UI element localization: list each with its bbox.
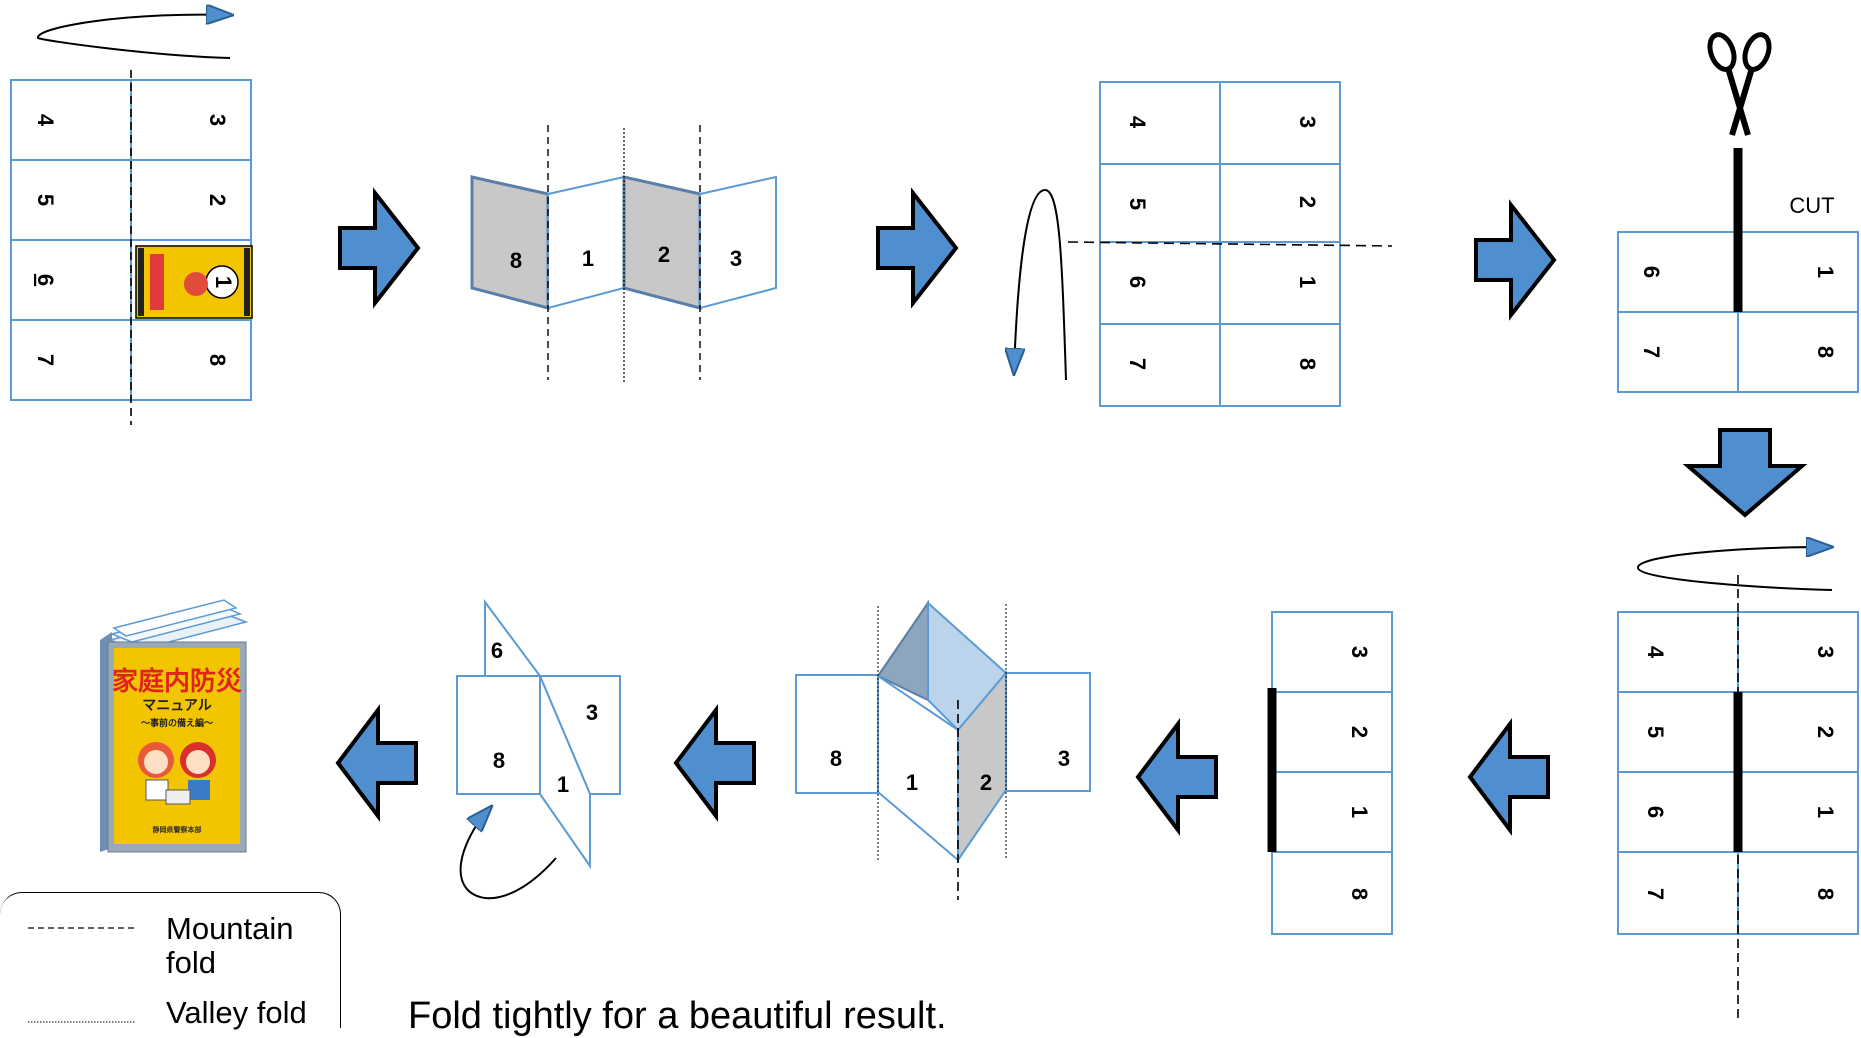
panel-number-2: 2 — [1813, 726, 1838, 738]
panel-number-1: 1 — [1295, 276, 1320, 288]
cover-publisher: 静岡県警察本部 — [153, 825, 202, 834]
panel-number-3: 3 — [1813, 646, 1838, 658]
cover-title: 家庭内防災 — [112, 666, 243, 697]
panel-number-6: 6 — [1125, 276, 1150, 288]
panel-number-2: 2 — [658, 242, 670, 267]
cover-characters — [138, 742, 216, 805]
panel-number-7: 7 — [1125, 358, 1150, 370]
legend-box — [0, 892, 341, 1028]
step6-sheet: 3 2 1 8 — [1267, 611, 1393, 935]
panel-number-5: 5 — [1643, 726, 1668, 738]
panel-number-2: 2 — [1347, 726, 1372, 738]
panel-number-4: 4 — [1125, 116, 1150, 129]
step-arrow-left-icon — [1135, 718, 1218, 836]
panel-number-1: 1 — [1813, 806, 1838, 818]
panel-number-1: 1 — [906, 770, 918, 795]
panel-number-8: 8 — [493, 748, 505, 773]
flip-arrow-icon — [1637, 547, 1832, 591]
close-arrow-icon — [459, 808, 557, 900]
panel-number-5: 5 — [33, 194, 58, 206]
panel-number-2: 2 — [205, 194, 230, 206]
panel-number-1: 1 — [557, 772, 569, 797]
step2-accordion: 8 1 2 3 — [470, 125, 777, 382]
legend-mountain-fold: Mountain fold — [166, 911, 294, 980]
panel-number-3: 3 — [1347, 646, 1372, 658]
panel-number-8: 8 — [1813, 888, 1838, 900]
panel-number-8: 8 — [1813, 346, 1838, 358]
panel-number-3: 3 — [586, 700, 598, 725]
step-arrow-left-icon — [673, 704, 756, 822]
legend-valley-fold: Valley fold — [166, 995, 307, 1030]
panel-number-8: 8 — [510, 248, 522, 273]
step-arrow-left-icon — [1467, 718, 1550, 836]
panel-number-4: 4 — [1643, 646, 1668, 659]
scissors-icon — [1707, 32, 1772, 136]
step7-fold: 8 1 2 3 — [795, 599, 1091, 900]
finished-booklet: 家庭内防災 マニュアル 〜事前の備え編〜 静岡県警察本部 — [100, 599, 249, 853]
cover-thumbnail — [135, 245, 253, 319]
cover-title-2: マニュアル — [142, 698, 212, 714]
panel-number-6: 6 — [1639, 266, 1664, 278]
panel-number-1: 1 — [1813, 266, 1838, 278]
step-arrow-right-icon — [338, 187, 421, 309]
step8-fold: 6 3 8 1 — [456, 598, 621, 900]
panel-number-6: 6 — [33, 274, 58, 286]
step-arrow-left-icon — [335, 704, 418, 822]
panel-number-7: 7 — [1639, 346, 1664, 358]
panel-number-2: 2 — [980, 770, 992, 795]
panel-number-8: 8 — [205, 354, 230, 366]
panel-number-7: 7 — [33, 354, 58, 366]
step-arrow-right-icon — [876, 187, 959, 309]
panel-number-6: 6 — [1643, 806, 1668, 818]
panel-number-3: 3 — [1295, 116, 1320, 128]
cover-art — [114, 648, 240, 844]
step-arrow-right-icon — [1474, 199, 1557, 321]
footer-note: Fold tightly for a beautiful result. — [408, 995, 947, 1037]
panel-number-4: 4 — [33, 114, 58, 127]
panel-number-5: 5 — [1125, 198, 1150, 210]
panel-number-8: 8 — [1295, 358, 1320, 370]
panel-number-8: 8 — [1347, 888, 1372, 900]
panel-number-1: 1 — [1347, 806, 1372, 818]
panel-number-8: 8 — [830, 746, 842, 771]
panel-number-1: 1 — [211, 276, 236, 288]
step1-sheet: 4 3 5 2 6 1 7 8 — [10, 15, 253, 425]
fold-down-arrow-icon — [1014, 188, 1067, 381]
panel-number-7: 7 — [1643, 888, 1668, 900]
cut-label: CUT — [1789, 193, 1834, 218]
step4-cut: CUT 6 1 7 8 — [1617, 32, 1859, 393]
step5-sheet: 4 3 5 2 6 1 7 8 — [1617, 547, 1859, 1020]
panel-number-2: 2 — [1295, 196, 1320, 208]
flip-arrow-icon — [37, 15, 230, 59]
panel-number-3: 3 — [730, 246, 742, 271]
panel-number-6: 6 — [491, 638, 503, 663]
panel-number-1: 1 — [582, 246, 594, 271]
step-arrow-down-icon — [1682, 428, 1808, 518]
cover-subtitle: 〜事前の備え編〜 — [141, 717, 213, 729]
panel-number-3: 3 — [1058, 746, 1070, 771]
panel-number-3: 3 — [205, 114, 230, 126]
step3-sheet: 4 3 5 2 6 1 7 8 — [1014, 81, 1393, 407]
